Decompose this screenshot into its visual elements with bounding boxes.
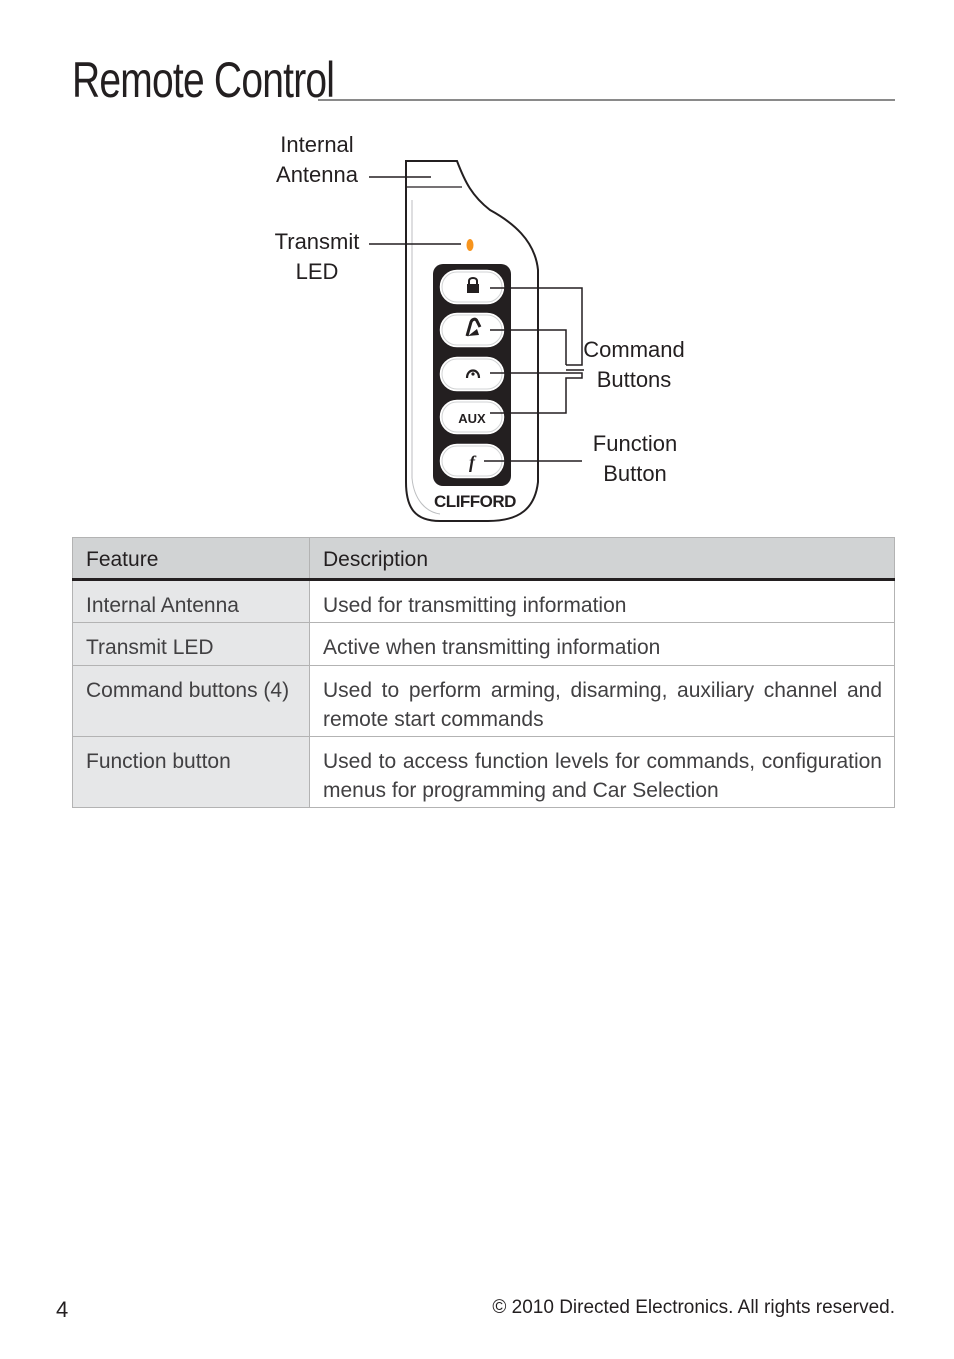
- feature-cell: Command buttons (4): [72, 665, 310, 737]
- function-f-icon: f: [469, 452, 477, 472]
- title-rule: [318, 99, 895, 101]
- header-description: Description: [309, 537, 895, 581]
- command-bracket-inner: [490, 329, 567, 365]
- start-icon: [465, 369, 481, 379]
- command-buttons-label: Command Buttons: [583, 337, 685, 392]
- brand-logo: CLIFFORD: [434, 492, 516, 511]
- table-row: Internal Antenna Used for transmitting i…: [72, 579, 895, 623]
- description-cell: Active when transmitting information: [309, 622, 895, 666]
- transmit-led-label: Transmit LED: [274, 229, 360, 284]
- page-number: 4: [56, 1297, 69, 1322]
- lock-icon: [467, 277, 479, 293]
- transmit-led-icon: [466, 239, 474, 251]
- description-cell: Used to perform arming, disarming, auxil…: [309, 665, 895, 737]
- feature-cell: Function button: [72, 736, 310, 808]
- command-bracket-outer: [490, 287, 583, 366]
- copyright-notice: © 2010 Directed Electronics. All rights …: [492, 1297, 895, 1318]
- table-row: Transmit LED Active when transmitting in…: [72, 622, 895, 666]
- header-feature: Feature: [72, 537, 310, 581]
- aux-label: AUX: [458, 411, 486, 426]
- remote-control-diagram: AUX f CLIFFORD: [369, 160, 584, 522]
- table-header-row: Feature Description: [72, 537, 895, 581]
- command-bracket-lower: [490, 372, 583, 414]
- aux-button[interactable]: [438, 398, 506, 436]
- feature-table: Feature Description Internal Antenna Use…: [72, 537, 895, 808]
- table-row: Function button Used to access function …: [72, 736, 895, 808]
- table-row: Command buttons (4) Used to perform armi…: [72, 665, 895, 737]
- function-button-label: Function Button: [592, 431, 678, 486]
- feature-cell: Transmit LED: [72, 622, 310, 666]
- feature-cell: Internal Antenna: [72, 579, 310, 623]
- description-cell: Used to access function levels for comma…: [309, 736, 895, 808]
- page-title: Remote Control: [72, 52, 335, 108]
- description-cell: Used for transmitting information: [309, 579, 895, 623]
- internal-antenna-label: Internal Antenna: [276, 132, 358, 187]
- car-door-icon: [465, 317, 482, 337]
